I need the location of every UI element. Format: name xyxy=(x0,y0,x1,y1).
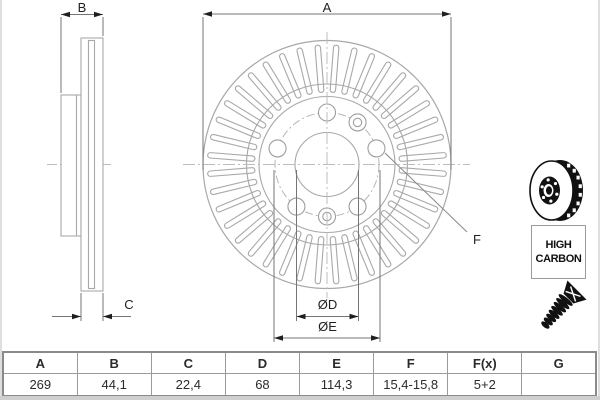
arrowhead xyxy=(72,313,81,320)
spec-value: 15,4-15,8 xyxy=(373,373,449,397)
vent-slots xyxy=(207,44,447,285)
arrowhead xyxy=(94,11,103,18)
arrowhead xyxy=(203,11,212,17)
spec-col-header: B xyxy=(76,351,152,374)
spec-col-header: A xyxy=(2,351,78,374)
dimension-spec-table: A B C D E F F(x) G 269 44,1 22,4 68 114,… xyxy=(2,351,597,397)
label-A: A xyxy=(323,0,332,15)
badge-line-1: HIGH xyxy=(545,238,572,251)
spec-value-row: 269 44,1 22,4 68 114,3 15,4-15,8 5+2 xyxy=(2,373,597,397)
spec-col-header: E xyxy=(298,351,375,374)
page-edge-bottom xyxy=(0,396,600,400)
high-carbon-badge: HIGH CARBON xyxy=(531,225,586,279)
screw-threads xyxy=(541,294,573,329)
badge-line-2: CARBON xyxy=(535,253,582,265)
spec-col-header: D xyxy=(224,351,301,374)
arrowhead xyxy=(274,335,283,341)
label-C: C xyxy=(124,297,133,312)
arrowhead xyxy=(349,313,359,320)
page-edge-right xyxy=(598,0,600,400)
spec-value: 22,4 xyxy=(150,373,226,397)
label-OD: ØD xyxy=(318,297,338,312)
spec-value: 269 xyxy=(2,373,78,397)
spec-value: 68 xyxy=(224,373,301,397)
spec-value xyxy=(521,373,597,397)
arrowhead xyxy=(103,313,112,320)
side-view-cross-section: B C xyxy=(47,0,134,321)
front-view: A ØD ØE F xyxy=(183,0,481,342)
spec-value: 5+2 xyxy=(447,373,523,397)
leader-line-F xyxy=(384,152,468,233)
countersunk-screw-icon xyxy=(541,280,587,329)
spec-col-header: F xyxy=(373,351,449,374)
arrowhead xyxy=(296,313,306,320)
label-OE: ØE xyxy=(318,319,337,334)
label-F: F xyxy=(473,232,481,247)
arrowhead xyxy=(442,11,451,17)
label-B: B xyxy=(78,0,87,15)
spec-col-header: F(x) xyxy=(447,351,523,374)
vent-channel xyxy=(87,39,96,290)
spec-col-header: C xyxy=(150,351,226,374)
spec-col-header: G xyxy=(521,351,597,374)
spec-header-row: A B C D E F F(x) G xyxy=(2,351,597,374)
brake-disc-3d-icon xyxy=(529,160,583,221)
arrowhead xyxy=(371,335,380,341)
page-edge-left xyxy=(0,0,2,400)
spec-value: 44,1 xyxy=(76,373,152,397)
vent-hole-dots xyxy=(567,163,582,218)
technical-drawing: B C A xyxy=(47,0,587,342)
arrowhead xyxy=(61,11,70,18)
spec-value: 114,3 xyxy=(298,373,375,397)
disc-hat-profile xyxy=(60,94,82,237)
hub-bolt-dots xyxy=(540,178,559,203)
